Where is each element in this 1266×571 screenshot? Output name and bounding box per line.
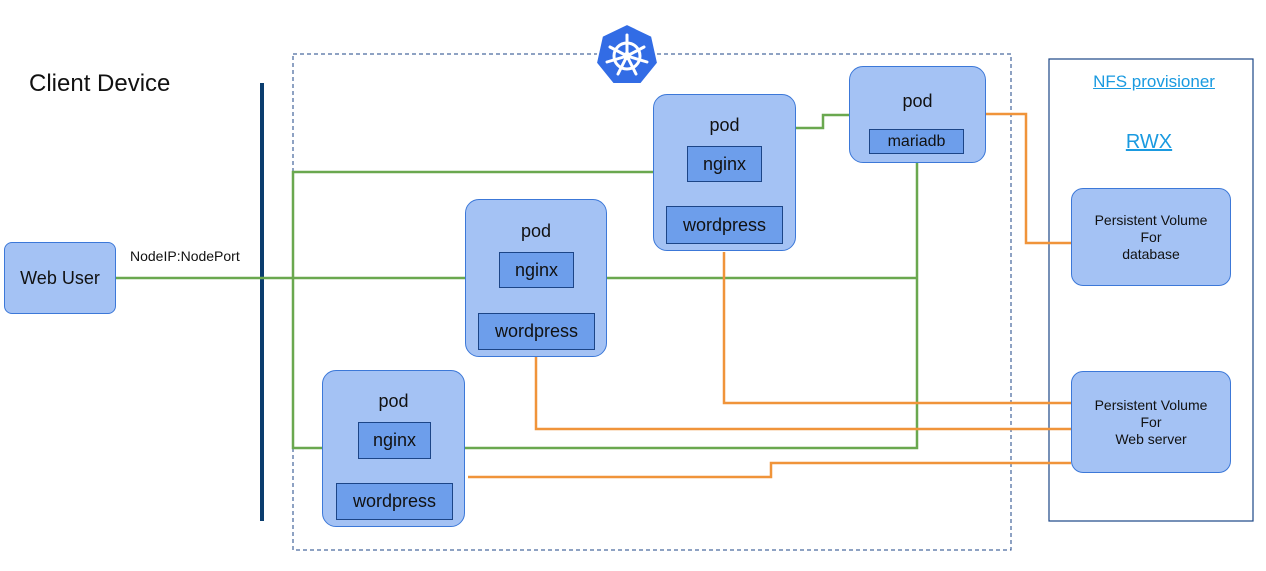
pod-bottom[interactable]: pod nginx wordpress (322, 370, 465, 527)
cluster-entry-line-to-bottom-pod (291, 300, 322, 450)
nginx-container[interactable]: nginx (358, 422, 431, 459)
rwx-link[interactable]: RWX (1125, 131, 1173, 153)
top-wordpress-to-pv-web-line (722, 252, 1071, 405)
pod-mariadb[interactable]: pod mariadb (849, 66, 986, 163)
cluster-entry-line-to-top-pod (291, 170, 653, 300)
bottom-wordpress-to-pv-web-line (468, 461, 1071, 479)
pv-webserver-line-1: Persistent Volume (1094, 396, 1208, 413)
pod-title: pod (520, 221, 552, 241)
pv-webserver-line-3: Web server (1115, 430, 1187, 447)
mariadb-to-pv-db-line (986, 112, 1071, 245)
pv-database-line-1: Persistent Volume (1094, 211, 1208, 228)
pv-database-line-2: For (1140, 228, 1162, 245)
pod-title: pod (902, 91, 933, 111)
web-user-box[interactable]: Web User (4, 242, 116, 314)
web-user-label: Web User (20, 267, 100, 288)
wordpress-container[interactable]: wordpress (666, 206, 783, 244)
pod-title: pod (378, 391, 409, 411)
pv-database[interactable]: Persistent Volume For database (1071, 188, 1231, 286)
bottom-pod-to-mariadb-line (465, 163, 919, 450)
pod-middle[interactable]: pod nginx wordpress (465, 199, 607, 357)
wordpress-container[interactable]: wordpress (478, 313, 595, 350)
nfs-frame (1048, 58, 1254, 522)
mariadb-container[interactable]: mariadb (869, 129, 964, 154)
nginx-container[interactable]: nginx (499, 252, 574, 288)
kubernetes-helm-icon (594, 22, 660, 85)
pod-title: pod (709, 115, 740, 135)
nfs-provisioner-link[interactable]: NFS provisioner (1093, 72, 1215, 91)
wordpress-container[interactable]: wordpress (336, 483, 453, 520)
nodeport-label: NodeIP:NodePort (130, 248, 240, 264)
pod-top[interactable]: pod nginx wordpress (653, 94, 796, 251)
pv-database-line-3: database (1122, 245, 1180, 262)
pv-webserver[interactable]: Persistent Volume For Web server (1071, 371, 1231, 473)
top-pod-to-mariadb-line (796, 113, 849, 130)
middle-wordpress-to-pv-web-line (534, 355, 1071, 431)
nginx-container[interactable]: nginx (687, 146, 762, 182)
pv-webserver-line-2: For (1140, 413, 1162, 430)
client-device-title: Client Device (29, 70, 171, 97)
kubernetes-logo (594, 22, 660, 86)
